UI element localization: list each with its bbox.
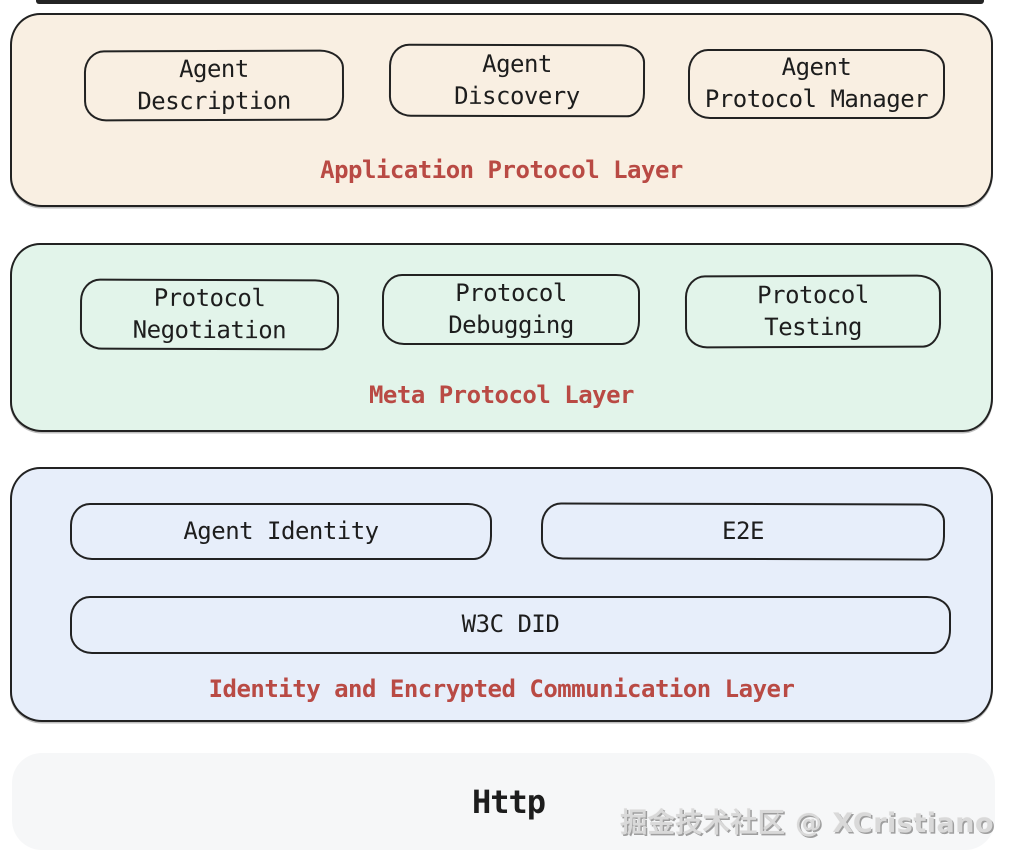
- node-protocol-debugging: Protocol Debugging: [382, 274, 640, 345]
- node-label: Protocol Debugging: [448, 278, 574, 339]
- node-protocol-negotiation: Protocol Negotiation: [79, 278, 340, 351]
- node-label: Protocol Negotiation: [132, 283, 287, 344]
- node-agent-discovery: Agent Discovery: [388, 43, 646, 118]
- node-agent-protocol-manager: Agent Protocol Manager: [688, 49, 945, 119]
- node-label: Agent Discovery: [454, 49, 580, 110]
- node-label: Agent Identity: [183, 516, 379, 545]
- node-label: Agent Protocol Manager: [704, 53, 929, 113]
- node-label: Protocol Testing: [757, 280, 869, 341]
- identity-layer-label: Identity and Encrypted Communication Lay…: [208, 675, 795, 703]
- layer-application-protocol: Agent Description Agent Discovery Agent …: [10, 13, 993, 207]
- node-agent-identity: Agent Identity: [70, 503, 492, 560]
- node-label: E2E: [722, 516, 764, 545]
- layer-meta-protocol: Protocol Negotiation Protocol Debugging …: [10, 243, 993, 432]
- base-http-strip: Http: [12, 753, 995, 850]
- node-label: Agent Description: [137, 54, 291, 115]
- node-label: W3C DID: [461, 610, 560, 639]
- node-protocol-testing: Protocol Testing: [684, 274, 942, 349]
- watermark-text: 掘金技术社区 @ XCristiano: [620, 808, 994, 839]
- application-layer-label: Application Protocol Layer: [320, 156, 683, 184]
- meta-layer-label: Meta Protocol Layer: [368, 381, 635, 409]
- http-label: Http: [471, 782, 546, 821]
- node-e2e: E2E: [540, 502, 946, 561]
- cropped-box-edge: [36, 0, 984, 4]
- node-agent-description: Agent Description: [83, 49, 345, 122]
- layer-identity-encrypted-communication: Agent Identity E2E W3C DID Identity and …: [10, 467, 993, 722]
- node-w3c-did: W3C DID: [70, 596, 951, 654]
